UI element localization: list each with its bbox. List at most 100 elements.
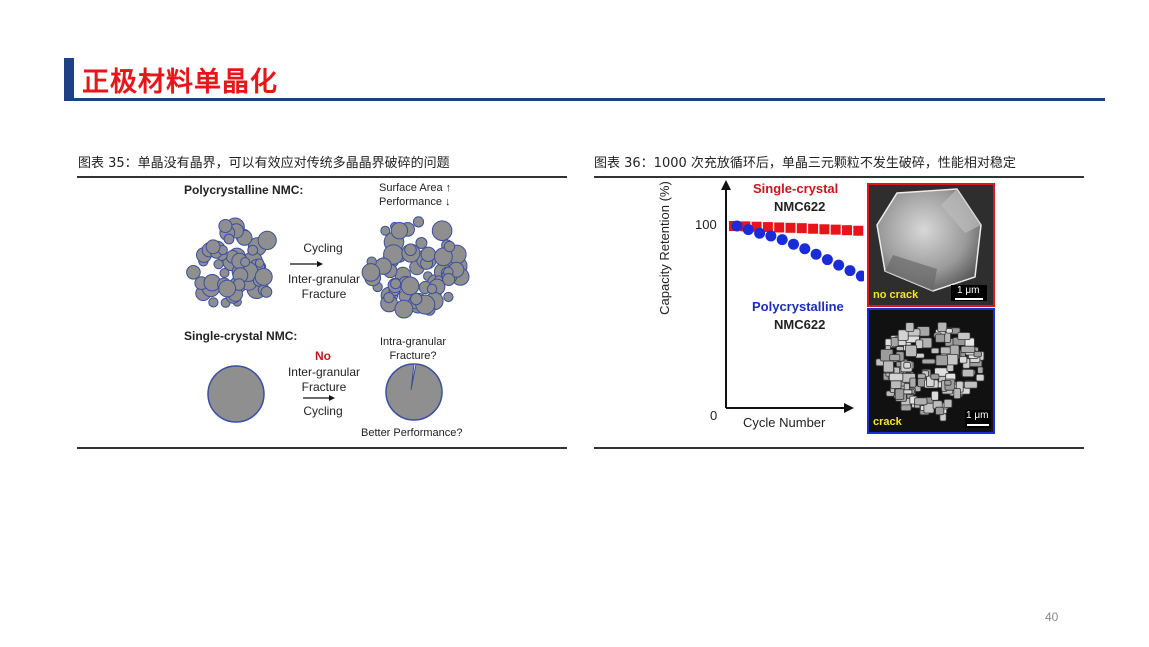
inter-granular-label: Inter-granular — [287, 272, 361, 286]
grain — [257, 230, 277, 250]
polycrystalline-point-4 — [776, 234, 788, 246]
grain — [218, 219, 233, 233]
fig35-graphics — [186, 216, 470, 423]
single-crystal-point-3 — [762, 222, 773, 233]
grain — [394, 299, 414, 319]
scale-bar-box-1: 1 μm — [951, 285, 987, 301]
fig36-top-rule — [594, 176, 1084, 178]
poly-legend-2: NMC622 — [774, 317, 826, 332]
single-crystal-point-2 — [751, 221, 762, 232]
single-crystal-point-5 — [785, 222, 796, 233]
grain — [254, 258, 265, 268]
polycrystalline-point-1 — [742, 224, 754, 236]
inter-granular-label-2: Inter-granular — [287, 365, 361, 379]
y-axis-arrowhead — [721, 180, 731, 190]
crack-label: crack — [873, 416, 902, 428]
slide-title: 正极材料单晶化 — [82, 67, 278, 98]
single-crystal-point-8 — [819, 224, 830, 235]
single-crystal-point-7 — [808, 223, 819, 234]
grain — [442, 273, 456, 286]
polycrystalline-point-6 — [799, 243, 811, 255]
performance-label: Performance ↓ — [379, 196, 451, 208]
single-title: Single-crystal NMC: — [184, 329, 298, 343]
grain — [240, 257, 251, 267]
grain — [219, 268, 230, 278]
no-label: No — [315, 349, 331, 363]
fig35-bottom-rule — [77, 447, 567, 449]
poly-legend: Polycrystalline — [752, 299, 844, 314]
x-axis-arrowhead — [844, 403, 854, 413]
scale-bar-line-1 — [955, 298, 983, 300]
polycrystalline-point-9 — [833, 259, 845, 271]
intra-granular-label: Intra-granular — [379, 336, 447, 348]
fig36-caption: 图表 36：1000 次充放循环后，单晶三元颗粒不发生破碎，性能相对稳定 — [594, 156, 1016, 171]
single-crystal-point-10 — [842, 225, 852, 236]
cycling-arrowhead-2 — [329, 395, 335, 401]
title-underline — [64, 98, 1105, 101]
y-tick-100: 100 — [695, 217, 717, 232]
fig35-caption: 图表 35：单晶没有晶界，可以有效应对传统多晶晶界破碎的问题 — [78, 156, 450, 171]
sem-image-polycrystalline: crack 1 μm — [867, 308, 995, 434]
grain — [218, 279, 237, 298]
single-crystal-point-9 — [830, 224, 841, 235]
grain — [443, 240, 456, 253]
polycrystalline-point-2 — [754, 227, 766, 239]
single-crystal-point-11 — [853, 225, 864, 236]
scale-bar-label-2: 1 μm — [966, 410, 989, 421]
grain — [390, 222, 409, 240]
y-axis-label: Capacity Retention (%) — [657, 181, 672, 315]
grain — [247, 244, 259, 256]
grain — [213, 259, 224, 270]
capacity-chart — [721, 180, 864, 413]
grain — [400, 276, 420, 296]
fig36-bottom-rule — [594, 447, 1084, 449]
sem-image-single-crystal: no crack 1 μm — [867, 183, 995, 307]
page-number: 40 — [1045, 610, 1059, 624]
grain — [361, 263, 381, 282]
single-crystal-legend: Single-crystal — [753, 181, 839, 196]
cycling-label: Cycling — [303, 241, 343, 255]
polycrystalline-point-11 — [855, 270, 864, 282]
grain — [390, 278, 402, 290]
single-crystal-intact — [207, 365, 265, 423]
grain — [404, 243, 417, 257]
grain — [383, 292, 395, 304]
grain — [434, 247, 453, 267]
grain — [412, 216, 425, 228]
fig35-top-rule — [77, 176, 567, 178]
grain — [380, 225, 391, 236]
better-performance-label: Better Performance? — [361, 427, 463, 439]
cycling-label-2: Cycling — [303, 404, 343, 418]
fig35-diagram: Polycrystalline NMC: Surface Area ↑ Perf… — [77, 178, 567, 446]
title-accent-bar — [64, 58, 74, 100]
surface-area-label: Surface Area ↑ — [379, 182, 452, 194]
fracture-question-label: Fracture? — [389, 350, 437, 362]
poly-particle-intact — [186, 217, 277, 308]
grain — [431, 220, 453, 242]
fracture-label: Fracture — [301, 287, 347, 301]
polycrystalline-point-7 — [810, 248, 822, 260]
scale-bar-box-2: 1 μm — [965, 410, 991, 428]
polycrystalline-point-3 — [765, 230, 777, 242]
poly-title: Polycrystalline NMC: — [184, 183, 304, 197]
grain — [410, 292, 423, 306]
polycrystalline-point-0 — [731, 220, 743, 232]
polycrystalline-point-8 — [821, 254, 833, 266]
scale-bar-line-2 — [967, 424, 989, 426]
fig36-chart: 100 0 Cycle Number Capacity Retention (%… — [594, 178, 1084, 446]
cycling-arrowhead-1 — [317, 261, 323, 267]
y-tick-0: 0 — [710, 408, 718, 423]
single-crystal-point-6 — [796, 223, 807, 234]
single-crystal-legend-2: NMC622 — [774, 199, 826, 214]
grain — [208, 297, 219, 308]
polycrystalline-point-10 — [844, 265, 856, 277]
grain — [223, 233, 235, 245]
grain — [205, 239, 221, 255]
grain — [254, 267, 273, 286]
grain — [420, 246, 436, 262]
poly-particle-fractured — [361, 216, 470, 319]
polycrystalline-point-5 — [788, 238, 799, 250]
fracture-label-2: Fracture — [301, 380, 347, 394]
grain — [443, 291, 454, 303]
intra-granular-crack — [410, 363, 417, 391]
